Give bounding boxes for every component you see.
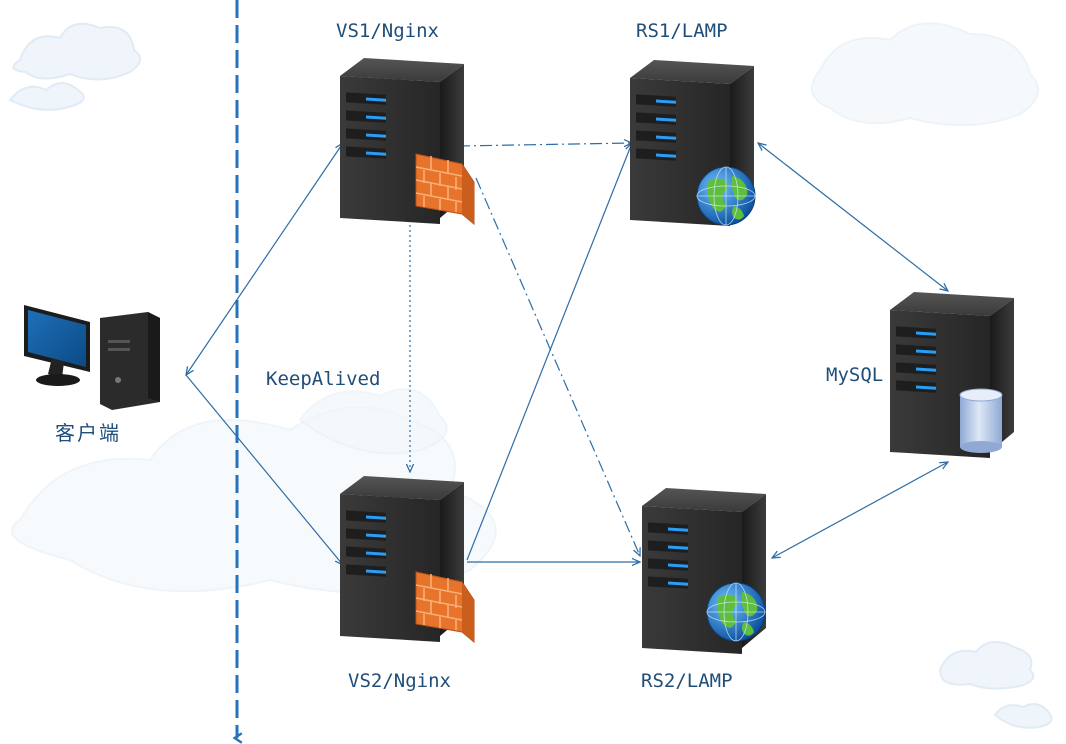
link-client-vs1 <box>186 143 343 375</box>
link-client-vs2 <box>185 374 343 565</box>
client-label: 客户端 <box>55 421 121 445</box>
mysql-label: MySQL <box>826 364 884 386</box>
rs1-label: RS1/LAMP <box>636 20 728 42</box>
link-vs1-rs2 <box>475 177 640 556</box>
vs1-label: VS1/Nginx <box>336 20 439 42</box>
keepalived-label: KeepAlived <box>266 368 381 390</box>
link-vs2-rs1 <box>466 143 632 561</box>
rs2-label: RS2/LAMP <box>641 670 733 692</box>
link-vs1-rs1 <box>457 143 632 146</box>
connections <box>186 143 948 565</box>
link-rs2-mysql <box>772 462 948 558</box>
rs1-globe-icon <box>696 166 756 226</box>
database-cylinder-icon <box>959 388 1003 453</box>
rs2-globe-icon <box>706 582 766 642</box>
vs2-label: VS2/Nginx <box>348 670 451 692</box>
client-computer-icon <box>24 305 160 410</box>
link-rs1-mysql <box>758 143 948 291</box>
